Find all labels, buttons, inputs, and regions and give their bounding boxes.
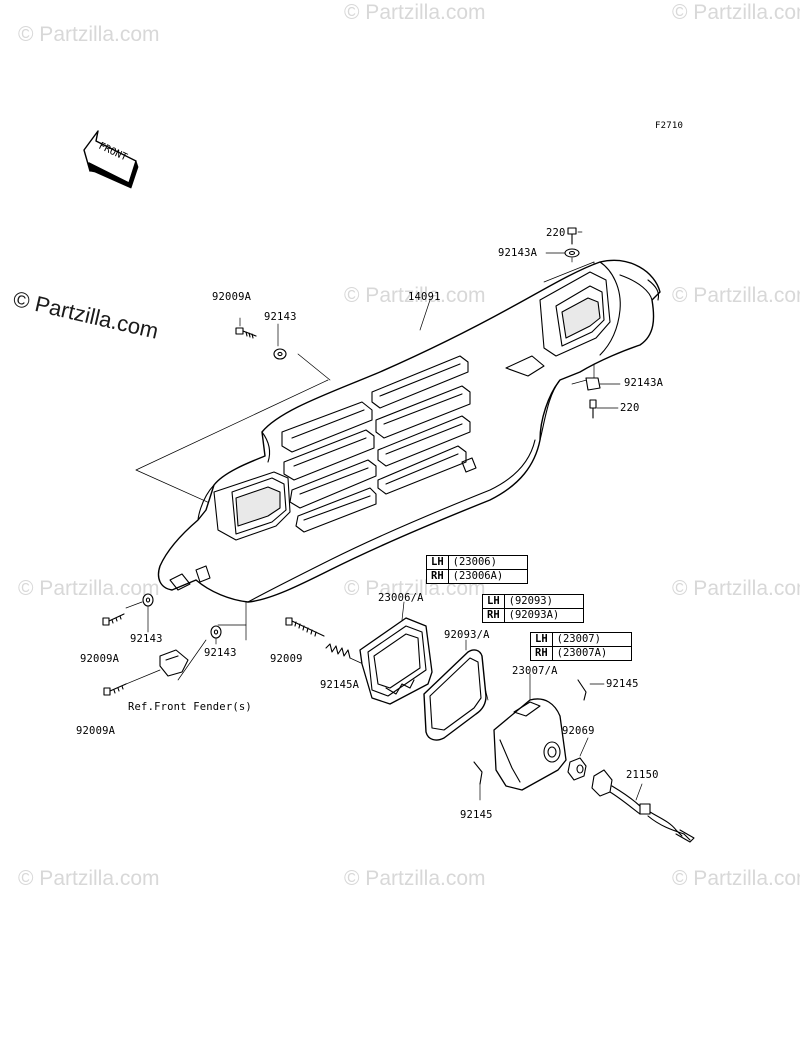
bolt-220-top [567, 227, 577, 245]
label-92009A-bottom: 92009A [76, 725, 116, 737]
watermark: © Partzilla.com [344, 284, 486, 307]
clip-92145-bottom [473, 761, 483, 785]
cover-14091 [157, 259, 661, 603]
label-92143A-top: 92143A [498, 247, 538, 259]
washer-92143-top [273, 348, 287, 360]
label-92009A-top: 92009A [212, 291, 252, 303]
headlight-unit-23007A [493, 698, 567, 791]
table-cell: (92093A) [503, 608, 584, 623]
table-cell: (23007) [551, 632, 632, 647]
table-cell: (23007A) [551, 646, 632, 661]
bolt-220-right [589, 399, 597, 419]
table-cell: LH [482, 594, 505, 609]
headlight-frame-23006A [359, 617, 433, 705]
spring-92145A [325, 643, 351, 659]
clip-92145-right [577, 679, 587, 701]
variant-table-23007: LH (23007) RH (23007A) [530, 632, 632, 661]
label-220-right: 220 [620, 402, 640, 414]
label-92143-left: 92143 [130, 633, 163, 645]
label-92143-top: 92143 [264, 311, 297, 323]
gasket-92093A [423, 649, 487, 741]
label-21150: 21150 [626, 769, 659, 781]
nut-92143A-right [585, 377, 601, 391]
watermark: © Partzilla.com [18, 867, 160, 890]
label-92009A-left: 92009A [80, 653, 120, 665]
watermark: © Partzilla.com [18, 577, 160, 600]
bracket-front-fender [159, 649, 189, 677]
table-cell: RH [530, 646, 553, 661]
label-220-top: 220 [546, 227, 566, 239]
label-92145A: 92145A [320, 679, 360, 691]
variant-table-92093: LH (92093) RH (92093A) [482, 594, 584, 623]
table-cell: LH [530, 632, 553, 647]
front-arrow-icon [83, 130, 139, 189]
watermark: © Partzilla.com [672, 577, 800, 600]
variant-table-23006: LH (23006) RH (23006A) [426, 555, 528, 584]
screw-92009A-bottom [103, 683, 127, 696]
label-23007A: 23007/A [512, 665, 558, 677]
label-92145-bottom: 92145 [460, 809, 493, 821]
watermark: © Partzilla.com [672, 284, 800, 307]
table-cell: RH [482, 608, 505, 623]
washer-92143-left [142, 593, 154, 607]
label-92145-right: 92145 [606, 678, 639, 690]
washer-92143-mid [210, 625, 222, 639]
table-cell: RH [426, 569, 449, 584]
label-92009: 92009 [270, 653, 303, 665]
table-cell: (23006) [447, 555, 528, 570]
watermark: © Partzilla.com [672, 867, 800, 890]
watermark: © Partzilla.com [344, 867, 486, 890]
label-92143-mid: 92143 [204, 647, 237, 659]
screw-92009A-top [235, 327, 257, 339]
watermark: © Partzilla.com [344, 1, 486, 24]
watermark: © Partzilla.com [18, 23, 160, 46]
bulb-92069 [567, 757, 587, 781]
label-ref-front-fender: Ref.Front Fender(s) [128, 701, 252, 713]
label-23006A: 23006/A [378, 592, 424, 604]
table-cell: (23006A) [447, 569, 528, 584]
label-14091: 14091 [408, 291, 441, 303]
label-92093A: 92093/A [444, 629, 490, 641]
label-92069: 92069 [562, 725, 595, 737]
table-cell: (92093) [503, 594, 584, 609]
figure-code: F2710 [655, 121, 684, 131]
screw-92009A-left [102, 613, 125, 626]
table-cell: LH [426, 555, 449, 570]
label-92143A-right: 92143A [624, 377, 664, 389]
washer-92143A-top [564, 248, 580, 258]
screw-92009 [285, 617, 325, 637]
watermark: © Partzilla.com [672, 1, 800, 24]
socket-21150 [591, 769, 695, 843]
